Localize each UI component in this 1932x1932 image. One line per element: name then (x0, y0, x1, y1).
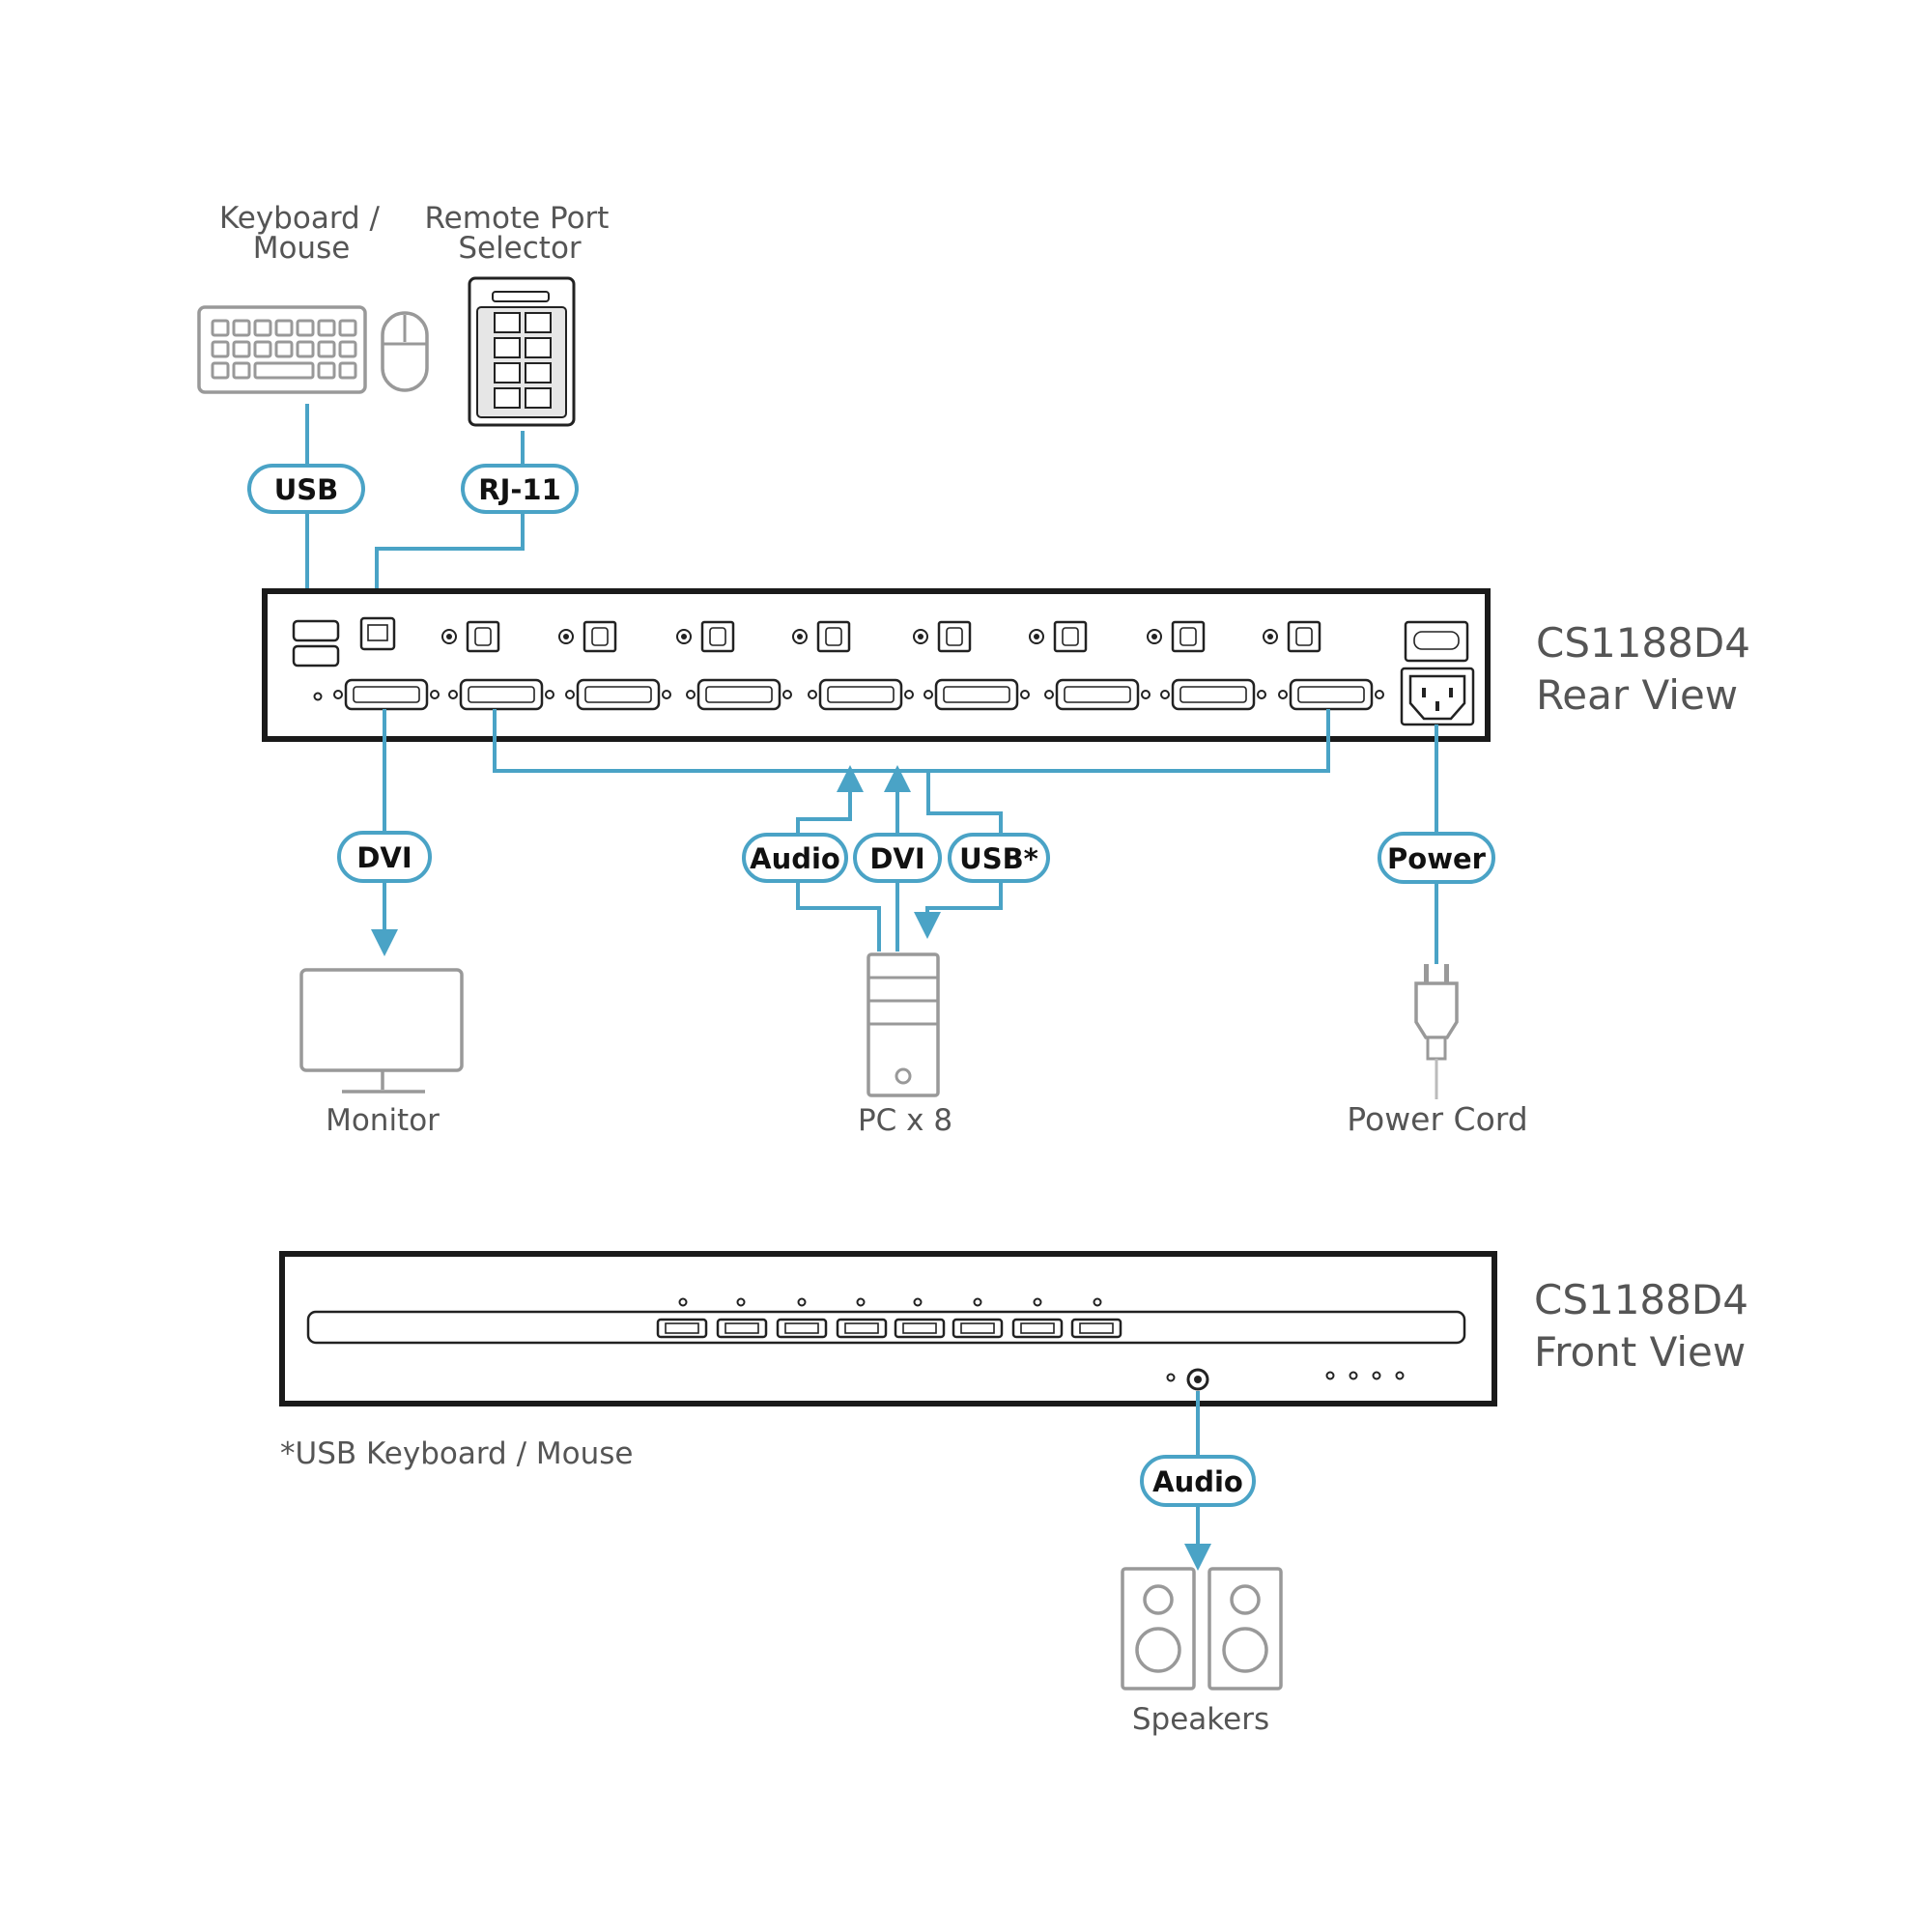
speakers-label: Speakers (1132, 1702, 1269, 1737)
usb-pc-label: USB* (959, 842, 1038, 875)
audio-pc-wire-lower (796, 881, 881, 952)
front-view-unit (279, 1251, 1497, 1406)
rear-view-unit (262, 588, 1491, 742)
speakers-icon (1121, 1567, 1283, 1690)
footnote: *USB Keyboard / Mouse (280, 1436, 633, 1471)
power-cord-icon (1414, 964, 1459, 1099)
usb-connection-badge (247, 464, 365, 514)
rear-view-title: Rear View (1536, 671, 1738, 719)
keyboard-mouse-label-line1: Keyboard / (219, 201, 381, 236)
dvi-pc-badge (853, 833, 942, 883)
mouse-icon (381, 311, 429, 392)
dvi-monitor-label: DVI (356, 841, 412, 874)
rj11-wire-to-port (375, 512, 525, 618)
usb-port-top (292, 619, 340, 642)
usb-pc-wire-lower (914, 881, 1003, 939)
dvi-port-row (333, 678, 1384, 711)
usb-pc-badge (948, 833, 1050, 883)
audio-pc-label: Audio (750, 842, 840, 875)
usb-connection-label: USB (274, 473, 339, 506)
rear-view-model: CS1188D4 (1536, 619, 1750, 667)
dvi-pc-label: DVI (869, 842, 924, 875)
pc-tower-icon (867, 952, 940, 1097)
remote-port-selector-icon (468, 276, 576, 427)
rj11-port (359, 616, 396, 651)
pc-bus-wire (493, 709, 1330, 773)
power-label: Power (1387, 842, 1487, 875)
usb-pc-wire (926, 771, 1003, 836)
rj11-connection-label: RJ-11 (478, 473, 561, 506)
monitor-icon (299, 968, 464, 1094)
audio-speakers-label: Audio (1152, 1465, 1243, 1498)
front-view-title: Front View (1534, 1328, 1746, 1376)
audio-usb-port-row (441, 620, 1321, 653)
power-cord-label: Power Cord (1347, 1100, 1527, 1138)
audio-pc-badge (742, 833, 848, 883)
usb-port-bottom (292, 644, 340, 668)
dvi-monitor-badge (337, 831, 432, 883)
front-view-model: CS1188D4 (1534, 1276, 1748, 1323)
pc-label: PC x 8 (858, 1103, 952, 1138)
front-usb-port-row (656, 1297, 1122, 1339)
audio-speakers-badge (1140, 1455, 1256, 1507)
keyboard-icon (197, 305, 367, 394)
audio-pc-wire (796, 765, 864, 836)
power-badge (1378, 832, 1495, 884)
monitor-label: Monitor (326, 1103, 440, 1138)
remote-port-label-line1: Remote Port (425, 201, 610, 236)
keyboard-mouse-label-line2: Mouse (253, 231, 351, 266)
rj11-connection-badge (461, 464, 579, 514)
remote-port-label-line2: Selector (458, 231, 582, 266)
